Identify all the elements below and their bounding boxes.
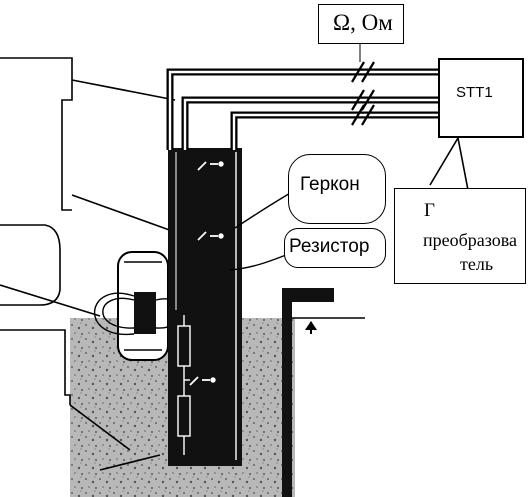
stt1-device-box	[438, 58, 524, 138]
resistor-upper	[177, 325, 191, 367]
reed-switch-top	[197, 161, 224, 171]
converter-label-line1: преобразова	[423, 230, 518, 250]
sensor-tube	[168, 148, 242, 466]
converter-label-line2: тель	[460, 254, 494, 274]
mounting-bracket	[0, 57, 176, 471]
stt1-label: STT1	[456, 84, 493, 101]
wire-break-marks	[351, 61, 375, 126]
tank-right-wall	[282, 288, 292, 497]
resistor-callout-box	[284, 228, 386, 268]
signal-wires	[166, 61, 440, 150]
unit-label-box	[318, 4, 404, 44]
converter-connection	[429, 135, 469, 191]
reed-switch-callout-box	[288, 154, 386, 224]
converter-box	[394, 188, 526, 284]
reed-switch-callout-line	[234, 191, 293, 229]
converter-marker: Г	[424, 200, 435, 221]
magnet	[134, 292, 156, 334]
reed-switch-label: Геркон	[300, 174, 360, 195]
unit-label: Ω, Ом	[333, 10, 393, 35]
resistor-lower	[177, 395, 191, 437]
resistor-callout-line	[229, 254, 287, 271]
tank-rim	[282, 288, 334, 302]
resistor-label: Резистор	[289, 236, 370, 257]
reed-switch-middle	[197, 231, 224, 241]
reed-switch-bottom	[189, 376, 216, 386]
